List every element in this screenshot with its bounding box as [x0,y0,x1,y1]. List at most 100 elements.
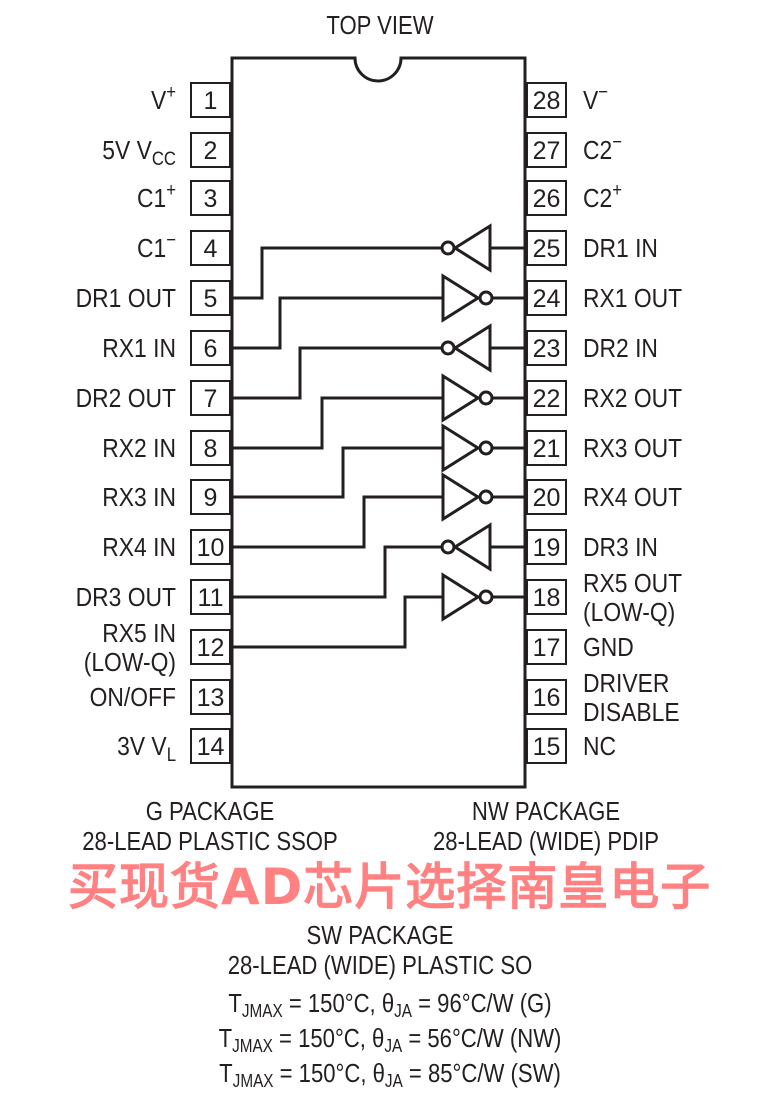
input-wire [232,296,443,350]
driver-gate [232,323,525,400]
thermal-b: = 96°C/W (G) [411,988,552,1018]
inverter-bubble [440,539,456,555]
pin-label-right: RX5 OUT [583,570,682,599]
pin-number: 27 [533,137,561,165]
pin-box [526,82,567,118]
pin-name: V [151,87,167,116]
pin-label-left: C1− [137,229,176,263]
pin-box [526,280,567,316]
diagram-title: TOP VIEW [326,10,434,40]
pin-box [526,629,567,665]
pin-name: V [583,87,599,116]
pin-box [190,82,231,118]
pin-label-right: RX3 OUT [583,435,682,464]
pin-label-left: V+ [151,81,176,115]
pin-number: 19 [533,534,561,562]
pin-name: ON/OFF [90,684,176,713]
pin-name: C2 [583,185,612,214]
pin-box [526,728,567,764]
input-wire [232,446,443,499]
output-wire [232,545,442,599]
pin-name: DR2 IN [583,335,658,364]
output-wire [232,346,442,400]
pin-box [190,430,231,466]
thermal-line: TJMAX = 150°C, θJA = 56°C/W (NW) [195,1021,586,1056]
buffer-triangle [441,572,481,622]
pin-number: 22 [533,385,561,413]
pin-label-left: RX1 IN [102,335,176,364]
g-package-name: G PACKAGE [145,796,275,826]
driver-gate [232,223,525,300]
pin-name: RX1 OUT [583,285,682,314]
thermal-a: = 150°C, θ [282,988,395,1018]
pin-superscript: + [166,81,176,102]
pin-number: 7 [204,385,218,413]
pin-box [526,479,567,515]
pin-name: DRIVER [583,670,669,699]
pin-number: 20 [533,484,561,512]
thermal-tsub: JMAX [232,1071,274,1091]
pin-label-line2: DISABLE [583,699,680,728]
chip-body [230,56,527,789]
pin-name: C1 [137,185,166,214]
thermal-tsub: JMAX [241,1001,283,1021]
pin-name: RX5 IN [102,620,176,649]
pin-name: DR1 OUT [76,285,176,314]
pin-name: GND [583,634,634,663]
pin-box [190,728,231,764]
pin-label-line2: (LOW-Q) [84,649,176,678]
pin-box [190,579,231,615]
pin-name: RX3 OUT [583,435,682,464]
thermal-specs: TJMAX = 150°C, θJA = 96°C/W (G)TJMAX = 1… [160,986,620,1091]
pin-name: NC [583,733,616,762]
input-wire [232,495,443,549]
thermal-line: TJMAX = 150°C, θJA = 85°C/W (SW) [195,1056,586,1091]
pin-name: DR3 IN [583,534,658,563]
pin-superscript: − [598,81,608,102]
receiver-gate [232,373,525,450]
pin-box [190,529,231,565]
pin-number: 12 [197,634,225,662]
pin-number: 1 [204,87,218,115]
buffer-triangle [441,472,481,522]
buffer-triangle [441,373,481,423]
inverter-bubble [478,440,494,456]
watermark: 买现货AD芯片选择南皇电子 [68,858,712,916]
pin-number: 15 [533,733,561,761]
inverter-bubble [478,489,494,505]
thermal-a: = 150°C, θ [273,1058,385,1088]
thermal-tsub: JMAX [232,1036,273,1056]
pin-label-line2: (LOW-Q) [583,599,675,628]
pin-number: 13 [197,684,225,712]
pin-name: RX1 IN [102,335,176,364]
receiver-gate [232,423,525,499]
pin-number: 21 [533,435,561,463]
pin-box [190,180,231,216]
pin-number: 4 [204,235,218,263]
pin-label-left: 3V VL [117,733,176,766]
pin-label-right: RX2 OUT [583,385,682,414]
pin-superscript: − [166,229,176,250]
pin-label-right: RX4 OUT [583,484,682,513]
pin-label-right: C2− [583,131,622,165]
pin-box [526,380,567,416]
pin-box [190,479,231,515]
inverter-bubble [440,240,456,256]
thermal-asub: JA [394,1001,412,1021]
pin-subscript: CC [152,148,176,169]
driver-gate [232,522,525,599]
nw-package-name: NW PACKAGE [471,796,621,826]
inverter-bubble [478,390,494,406]
pin-label-left: 5V VCC [102,137,176,170]
thermal-a: = 150°C, θ [272,1023,385,1053]
pin-box [526,579,567,615]
pin-number: 26 [533,185,561,213]
pin-name: RX2 OUT [583,385,682,414]
inverter-bubble [440,340,456,356]
receiver-gate [232,572,525,649]
pin-number: 8 [204,435,218,463]
pin-number: 14 [197,733,225,761]
thermal-t: T [228,988,242,1018]
thermal-b: = 85°C/W (SW) [402,1058,561,1088]
